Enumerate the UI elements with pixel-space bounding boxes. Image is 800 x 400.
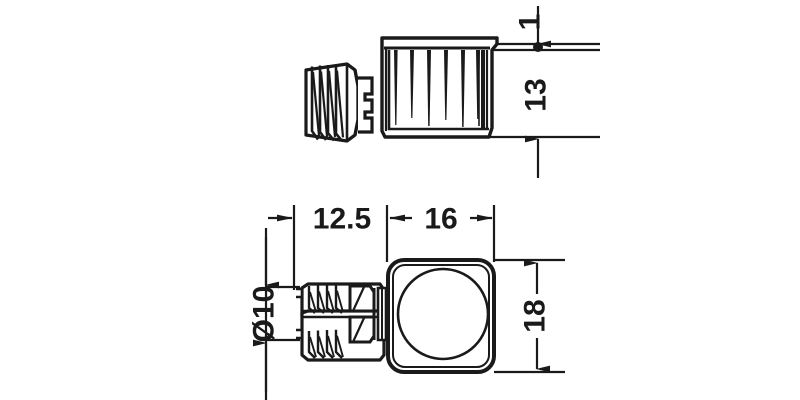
side-elevation-view: 1 13 bbox=[304, 6, 600, 178]
neck-outline bbox=[358, 76, 374, 134]
dimension-13-group: 13 bbox=[489, 78, 600, 178]
shank-head-diagonals bbox=[352, 286, 365, 343]
thread-crest-lines bbox=[310, 64, 344, 142]
dimension-label-16: 16 bbox=[424, 203, 457, 236]
threaded-shank-plan bbox=[296, 282, 388, 362]
thread-hatch-lower bbox=[307, 329, 343, 359]
shank-left-notch-lower bbox=[296, 328, 304, 340]
housing-body-plan bbox=[386, 258, 496, 374]
dimension-label-1: 1 bbox=[514, 14, 547, 31]
dimension-16-group: 16 bbox=[389, 203, 493, 236]
dimension-1-group: 1 bbox=[492, 6, 600, 52]
threaded-shank-side bbox=[304, 62, 360, 143]
thread-hatch-lower-root bbox=[309, 335, 344, 358]
thread-root-lines bbox=[311, 70, 345, 138]
thread-hatch-upper-root bbox=[309, 290, 344, 313]
dimension-label-13: 13 bbox=[520, 78, 553, 111]
dimension-label-18: 18 bbox=[519, 299, 552, 332]
plan-view: 12.5 16 Ø10 18 bbox=[248, 203, 565, 400]
shank-left-notch-upper bbox=[296, 287, 304, 299]
housing-body-side bbox=[380, 36, 499, 139]
dimension-label-dia10: Ø10 bbox=[248, 286, 281, 343]
dimension-12-5-group: 12.5 bbox=[268, 203, 371, 236]
neck-bracket-side bbox=[358, 76, 374, 134]
dimension-label-12-5: 12.5 bbox=[313, 203, 371, 236]
dimension-18-group: 18 bbox=[519, 259, 552, 373]
dimension-dia10-group: Ø10 bbox=[248, 237, 281, 392]
body-circular-boss bbox=[396, 267, 490, 361]
